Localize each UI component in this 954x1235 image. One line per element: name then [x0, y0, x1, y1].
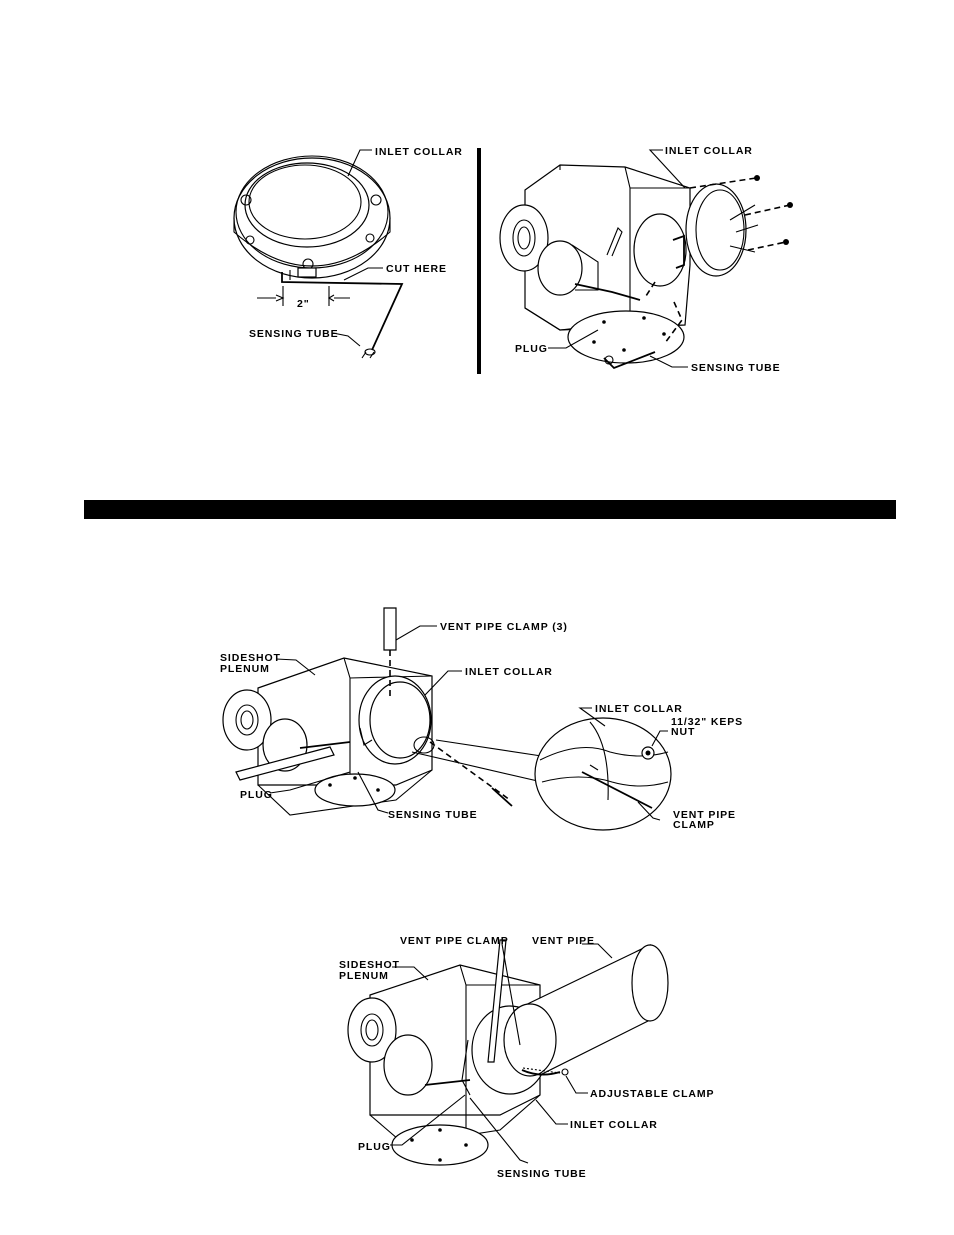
fig3-plug-label: PLUG — [240, 789, 273, 801]
fig4-vent-pipe-label: VENT PIPE — [532, 935, 595, 947]
fig3-detail-clamp-label-line2: CLAMP — [673, 819, 715, 831]
fig4-sensing-tube-label: SENSING TUBE — [497, 1168, 587, 1180]
fig4-adjustable-clamp-label: ADJUSTABLE CLAMP — [590, 1088, 714, 1100]
fig1-inlet-collar-label: INLET COLLAR — [375, 146, 463, 158]
fig1-dimension-label: 2" — [297, 298, 310, 310]
fig2-sensing-tube-label: SENSING TUBE — [691, 362, 781, 374]
fig2-inlet-collar-label: INLET COLLAR — [665, 145, 753, 157]
fig1-inlet-collar-drawing — [233, 149, 404, 359]
fig3-keps-nut-label-line1: 11/32" KEPS — [671, 716, 743, 728]
fig4-plug-label: PLUG — [358, 1141, 391, 1153]
panel-divider — [477, 148, 481, 374]
fig3-detail-clamp-label-line1: VENT PIPE — [673, 809, 736, 821]
fig4-plenum-drawing — [347, 939, 669, 1166]
fig1-sensing-tube-label: SENSING TUBE — [249, 328, 339, 340]
fig3-detail-callout — [534, 707, 672, 831]
fig3-sideshot-label-line2: PLENUM — [220, 663, 270, 675]
fig4-vent-pipe-clamp-label: VENT PIPE CLAMP — [400, 935, 509, 947]
section-header-bar — [84, 500, 896, 519]
fig4-inlet-collar-label: INLET COLLAR — [570, 1119, 658, 1131]
fig1-cut-here-label: CUT HERE — [386, 263, 447, 275]
fig3-sideshot-label-line1: SIDESHOT — [220, 652, 281, 664]
fig3-detail-inlet-collar-label: INLET COLLAR — [595, 703, 683, 715]
fig3-plenum-drawing — [222, 607, 549, 816]
fig4-sideshot-label-line2: PLENUM — [339, 970, 389, 982]
fig2-plug-label: PLUG — [515, 343, 548, 355]
fig3-sensing-tube-label: SENSING TUBE — [388, 809, 478, 821]
fig3-vent-pipe-clamp-label: VENT PIPE CLAMP (3) — [440, 621, 568, 633]
fig3-inlet-collar-label: INLET COLLAR — [465, 666, 553, 678]
fig3-keps-nut-label-line2: NUT — [671, 726, 695, 738]
fig4-sideshot-label-line1: SIDESHOT — [339, 959, 400, 971]
fig2-plenum-drawing — [499, 149, 793, 370]
